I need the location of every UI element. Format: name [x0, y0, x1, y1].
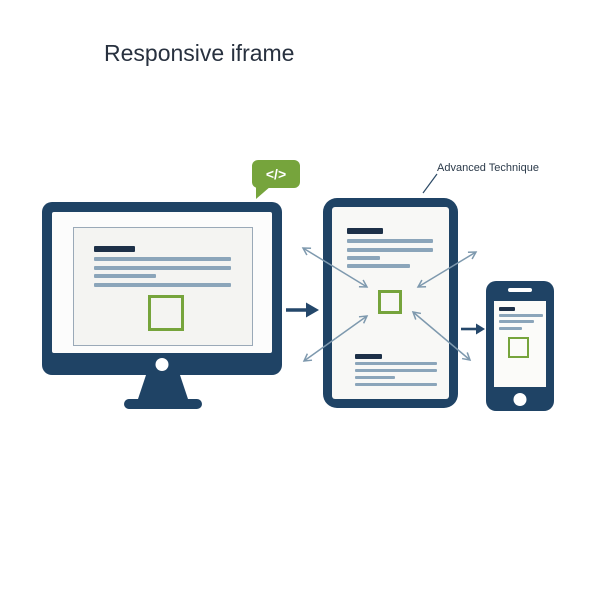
flow-arrow-tablet-to-phone: [461, 323, 485, 335]
text-line-skeleton: [355, 369, 437, 372]
text-line-skeleton: [499, 327, 522, 330]
text-line-skeleton: [94, 274, 156, 278]
page-title: Responsive iframe: [104, 40, 295, 66]
monitor-webpage-content: [73, 227, 253, 346]
monitor-screen: [52, 212, 272, 353]
text-line-skeleton: [347, 264, 410, 268]
text-line-skeleton: [94, 257, 231, 261]
code-icon-text: </>: [265, 166, 287, 182]
code-icon: </>: [252, 160, 300, 188]
text-line-skeleton: [94, 266, 231, 270]
text-line-heading: [355, 354, 382, 359]
annotation-leader-line: [422, 173, 438, 194]
text-line-skeleton: [355, 383, 437, 386]
smartphone-device: [486, 281, 554, 411]
monitor-stand: [137, 374, 189, 402]
iframe-placeholder-square: [148, 295, 184, 331]
desktop-monitor: [42, 202, 282, 375]
text-line-skeleton: [347, 256, 380, 260]
phone-speaker: [508, 288, 532, 292]
monitor-stand-base: [124, 399, 202, 409]
annotation-label: Advanced Technique: [437, 162, 539, 174]
text-line-skeleton: [499, 314, 543, 317]
text-line-skeleton: [355, 362, 437, 365]
phone-home-button: [513, 393, 527, 406]
text-line-heading: [499, 307, 515, 311]
phone-screen: [494, 301, 546, 387]
text-line-skeleton: [499, 320, 534, 323]
iframe-placeholder-square: [508, 337, 529, 358]
text-line-skeleton: [94, 283, 231, 287]
text-line-skeleton: [355, 376, 395, 379]
text-line-heading: [347, 228, 383, 234]
tablet-screen: [332, 207, 449, 399]
text-line-skeleton: [347, 239, 433, 243]
flow-arrow-monitor-to-tablet: [286, 302, 319, 318]
text-line-heading: [94, 246, 135, 252]
text-line-skeleton: [347, 248, 433, 252]
iframe-placeholder-square: [378, 290, 402, 314]
code-bubble-tail: [256, 186, 271, 199]
tablet-device: [323, 198, 458, 408]
monitor-button: [155, 358, 169, 371]
